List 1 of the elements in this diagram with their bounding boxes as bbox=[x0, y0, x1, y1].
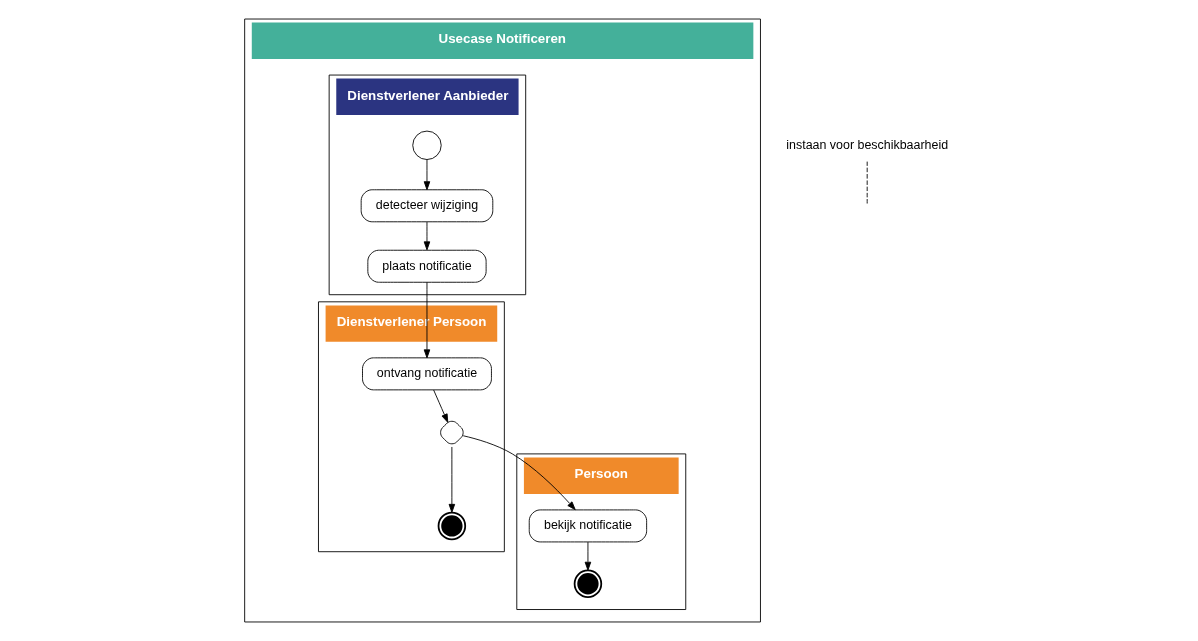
node-text: instaan voor beschikbaarheid bbox=[785, 137, 948, 152]
